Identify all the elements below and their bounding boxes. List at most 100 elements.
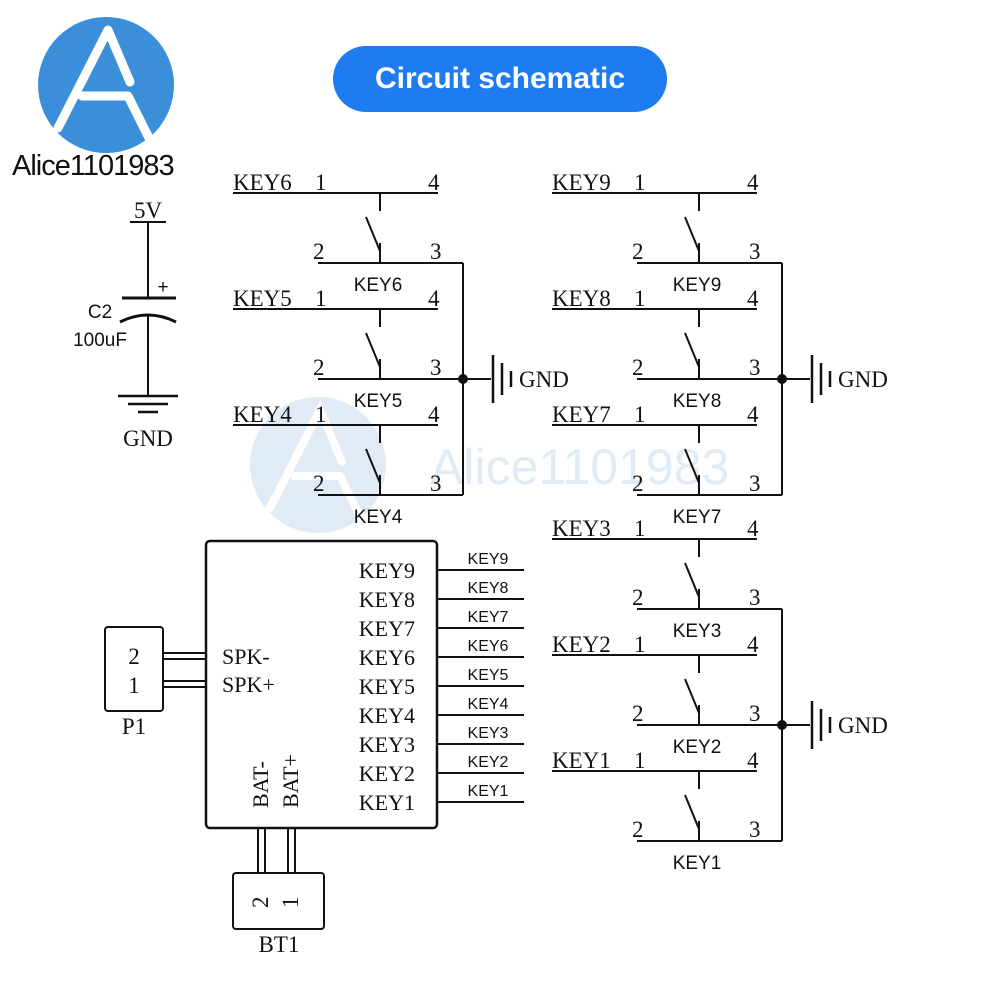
battery-pin: 1 (278, 897, 303, 909)
pin-number: 1 (634, 632, 646, 657)
pin-number: 2 (313, 471, 325, 496)
pin-number: 2 (632, 701, 644, 726)
brand-name: Alice1101983 (12, 150, 175, 182)
pin-number: 2 (632, 817, 644, 842)
ic-net-label: KEY5 (468, 667, 509, 684)
switch-contact (684, 448, 700, 484)
ic-pin-bat-minus: BAT- (248, 761, 273, 808)
pin-number: 3 (749, 239, 761, 264)
battery-pin: 2 (248, 897, 273, 909)
polarity-mark: + (157, 277, 168, 298)
switch-contact (365, 216, 381, 252)
svg-text:Alice1101983: Alice1101983 (430, 439, 729, 495)
switch-ref: KEY8 (673, 391, 722, 412)
switch-ref: KEY3 (673, 621, 722, 642)
ic-net-label: KEY4 (468, 696, 509, 713)
pin-number: 4 (747, 170, 759, 195)
ic-net-label: KEY3 (468, 725, 509, 742)
ic-pin-key: KEY1 (359, 790, 415, 815)
switch-contact (684, 216, 700, 252)
ground-label: GND (838, 367, 888, 392)
pin-number: 4 (747, 748, 759, 773)
cap-ref: C2 (88, 302, 112, 323)
switch-net-label: KEY3 (552, 516, 611, 541)
pin-number: 4 (428, 286, 440, 311)
pin-number: 4 (747, 632, 759, 657)
ic-net-label: KEY7 (468, 609, 509, 626)
ic-pin-key: KEY4 (359, 703, 415, 728)
ic-pin-spk-minus: SPK- (222, 644, 270, 669)
switch-ref: KEY2 (673, 737, 722, 758)
switch-ref: KEY1 (673, 853, 722, 874)
switch-ref: KEY9 (673, 275, 722, 296)
title-badge: Circuit schematic (333, 46, 667, 112)
pin-number: 3 (749, 817, 761, 842)
speaker-connector-body (104, 626, 164, 712)
switch-contact (684, 794, 700, 830)
pin-number: 1 (634, 286, 646, 311)
pin-number: 4 (747, 286, 759, 311)
ic-pin-key: KEY9 (359, 558, 415, 583)
pin-number: 1 (315, 402, 327, 427)
pin-number: 3 (749, 585, 761, 610)
ic-pin-key: KEY7 (359, 616, 415, 641)
pin-number: 3 (749, 471, 761, 496)
ic-net-label: KEY2 (468, 754, 509, 771)
pin-number: 2 (313, 239, 325, 264)
switch-contact (365, 448, 381, 484)
pin-number: 4 (747, 516, 759, 541)
pin-number: 2 (632, 355, 644, 380)
ic-pin-key: KEY5 (359, 674, 415, 699)
pin-number: 1 (315, 286, 327, 311)
pin-number: 1 (634, 748, 646, 773)
switch-ref: KEY7 (673, 507, 722, 528)
pin-number: 3 (749, 701, 761, 726)
pin-number: 2 (632, 585, 644, 610)
pin-number: 1 (634, 516, 646, 541)
pin-number: 2 (632, 239, 644, 264)
switch-net-label: KEY2 (552, 632, 611, 657)
pin-number: 2 (632, 471, 644, 496)
supply-label: 5V (134, 198, 163, 223)
pin-number: 1 (315, 170, 327, 195)
pin-number: 4 (747, 402, 759, 427)
pin-number: 3 (749, 355, 761, 380)
ground-label: GND (123, 426, 173, 451)
switch-net-label: KEY8 (552, 286, 611, 311)
pin-number: 3 (430, 239, 442, 264)
switch-contact (684, 678, 700, 714)
switch-ref: KEY6 (354, 275, 403, 296)
battery-connector-body (232, 872, 325, 930)
speaker-pin: 1 (128, 673, 140, 698)
ic-pin-key: KEY8 (359, 587, 415, 612)
pin-number: 3 (430, 471, 442, 496)
pin-number: 4 (428, 170, 440, 195)
ic-pin-key: KEY2 (359, 761, 415, 786)
switch-net-label: KEY9 (552, 170, 611, 195)
ic-pin-key: KEY6 (359, 645, 415, 670)
switch-net-label: KEY5 (233, 286, 292, 311)
switch-net-label: KEY7 (552, 402, 611, 427)
ic-pin-key: KEY3 (359, 732, 415, 757)
speaker-connector-ref: P1 (122, 714, 146, 739)
brand-logo-icon (38, 17, 174, 153)
ic-pin-bat-plus: BAT+ (278, 754, 303, 808)
switch-contact (684, 332, 700, 368)
pin-number: 2 (313, 355, 325, 380)
ic-net-label: KEY9 (468, 551, 509, 568)
ic-body (204, 539, 439, 830)
ground-label: GND (838, 713, 888, 738)
switch-ref: KEY4 (354, 507, 403, 528)
switch-contact (684, 562, 700, 598)
ground-label: GND (519, 367, 569, 392)
speaker-pin: 2 (128, 644, 140, 669)
ic-net-label: KEY6 (468, 638, 509, 655)
